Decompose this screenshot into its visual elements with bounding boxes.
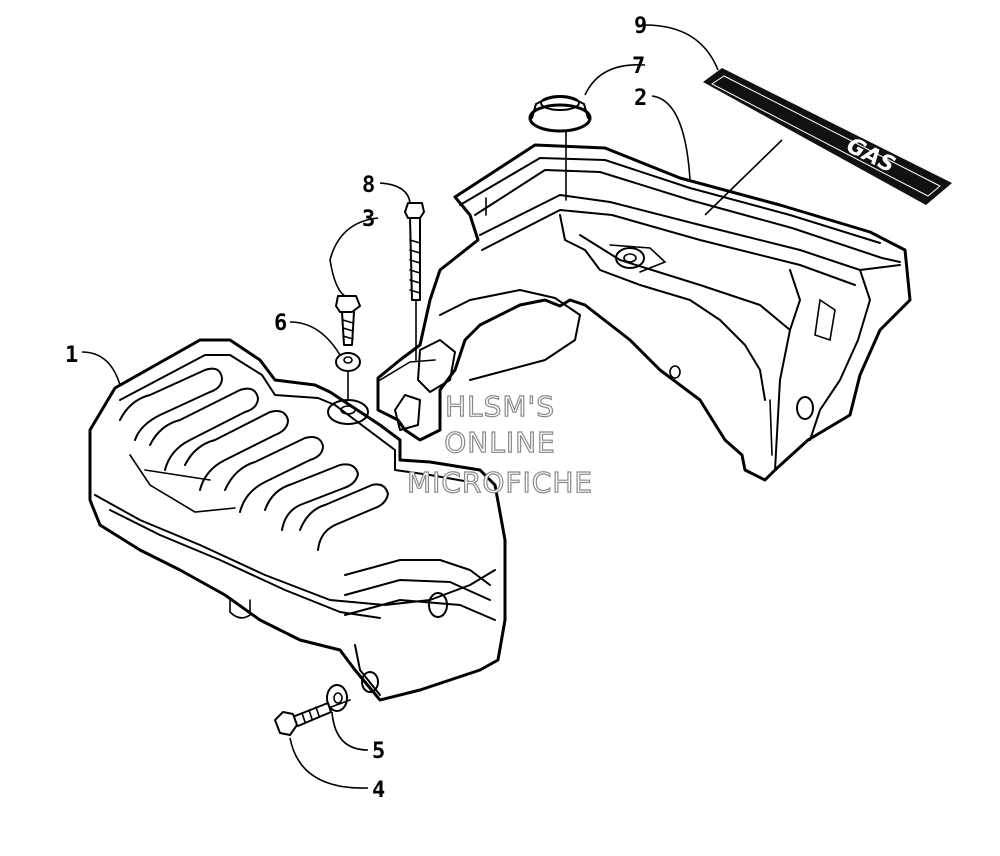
callout-labels: 1 2 3 4 5 6 7 8 9 <box>65 14 647 803</box>
callout-5: 5 <box>372 739 385 764</box>
callout-8: 8 <box>362 173 375 198</box>
callout-9: 9 <box>634 14 647 39</box>
long-bolt <box>404 202 425 361</box>
upper-cover <box>376 143 912 482</box>
leader-lines <box>81 24 783 789</box>
callout-7: 7 <box>632 54 645 79</box>
lower-cover <box>88 338 507 702</box>
washer-upper <box>335 352 361 401</box>
gas-decal: GAS <box>703 68 952 205</box>
callout-1: 1 <box>65 343 78 368</box>
washer-lower <box>326 684 348 712</box>
side-bolt <box>274 699 351 736</box>
watermark-line-3: MICROFICHE <box>407 466 593 499</box>
watermark-line-1: HLSM'S <box>445 390 555 423</box>
callout-3: 3 <box>362 207 375 232</box>
short-bolt <box>335 295 361 346</box>
callout-6: 6 <box>274 311 287 336</box>
callout-2: 2 <box>634 86 647 111</box>
grommet <box>528 95 592 201</box>
watermark-line-2: ONLINE <box>444 426 555 459</box>
callout-4: 4 <box>372 778 385 803</box>
watermark: HLSM'S ONLINE MICROFICHE <box>406 389 593 499</box>
